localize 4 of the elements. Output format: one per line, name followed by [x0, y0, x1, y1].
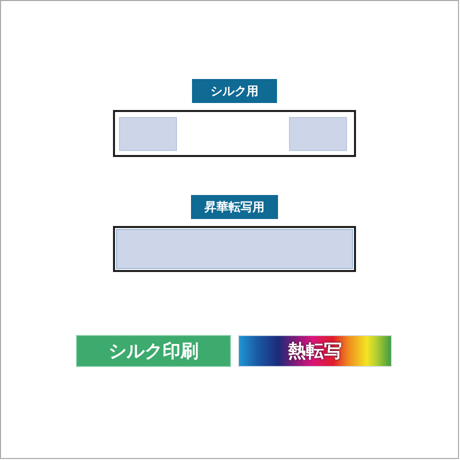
heading-badge: シルク用 [192, 79, 277, 103]
heading-badge: 昇華転写用 [191, 195, 278, 219]
method-label-bar: 熱転写 [238, 335, 392, 367]
method-label-bar: シルク印刷 [76, 335, 231, 367]
